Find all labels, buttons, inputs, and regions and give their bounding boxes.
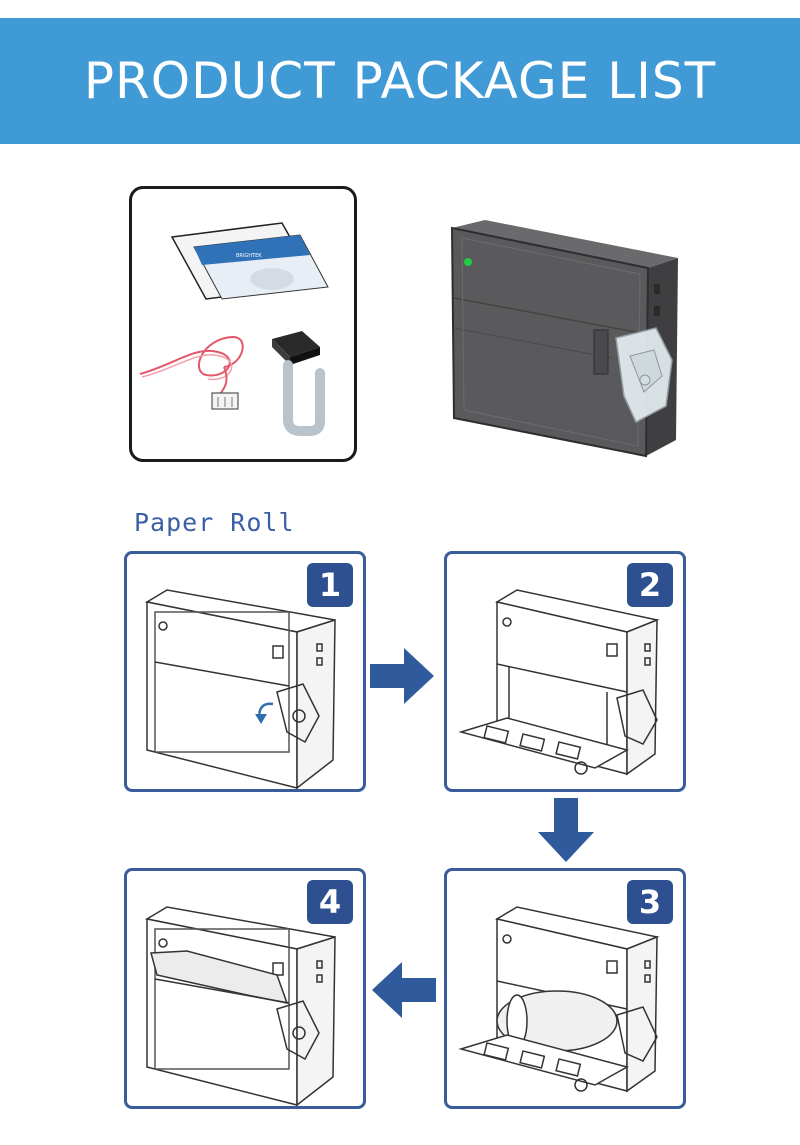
card-brand: BRIGHTEK: [236, 253, 262, 259]
step-badge: 3: [627, 880, 673, 924]
status-led-icon: [464, 258, 472, 266]
manual-card-icon: BRIGHTEK: [170, 222, 329, 300]
accessories-panel: BRIGHTEK: [129, 186, 357, 462]
arrow-down-icon: [538, 798, 594, 862]
step-badge: 2: [627, 563, 673, 607]
arrow-right-icon: [370, 648, 434, 704]
printer-loading-icon: [458, 906, 660, 1093]
step-badge: 4: [307, 880, 353, 924]
step-4-panel: 4: [124, 868, 366, 1109]
latch-icon: [593, 327, 673, 424]
arrow-left-icon: [372, 962, 436, 1018]
power-cable-icon: [139, 335, 244, 410]
step-1-panel: 1: [124, 551, 366, 792]
printer-loaded-icon: [144, 906, 336, 1106]
data-cable-icon: [272, 331, 325, 436]
panel-printer-icon: [440, 210, 690, 470]
printer-closed-icon: [144, 589, 336, 789]
paper-roll-title: Paper Roll: [134, 508, 295, 537]
page-title: PRODUCT PACKAGE LIST: [83, 52, 717, 110]
step-2-panel: 2: [444, 551, 686, 792]
printer-open-icon: [458, 589, 660, 776]
step-badge: 1: [307, 563, 353, 607]
step-3-panel: 3: [444, 868, 686, 1109]
header-banner: PRODUCT PACKAGE LIST: [0, 18, 800, 144]
